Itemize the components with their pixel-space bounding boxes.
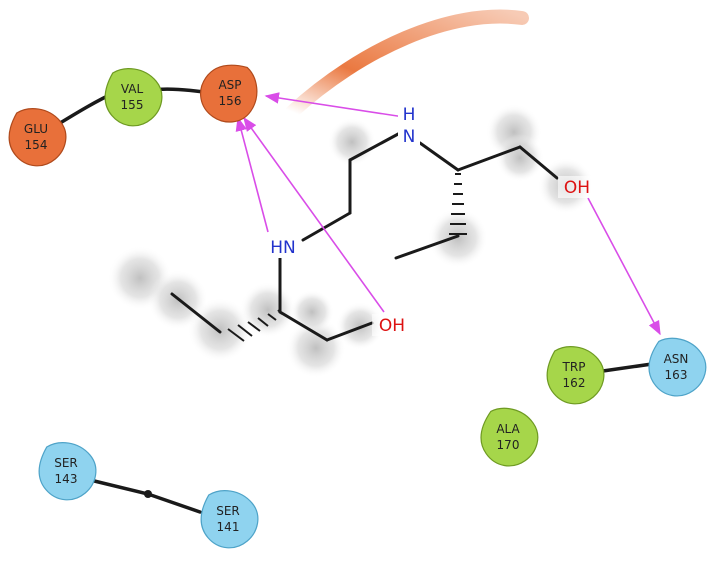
residue-number: 156 (219, 94, 242, 108)
residue-disc (200, 64, 258, 123)
residue-ala170: ALA 170 (480, 407, 539, 467)
residue-disc (104, 68, 163, 127)
residue-name: ASP (218, 78, 241, 92)
residue-number: 170 (497, 438, 520, 452)
hbond-n-left-to-asp156 (235, 116, 269, 233)
residue-number: 141 (217, 520, 240, 534)
ligand-atom-labels: H N HN OH OH (266, 104, 594, 336)
residue-name: TRP (562, 360, 586, 374)
hbond-arrows (235, 92, 661, 336)
residue-disc (546, 346, 605, 405)
stereo-hash-left (227, 309, 283, 342)
backbone-junction (144, 490, 152, 498)
residue-disc (648, 337, 707, 397)
residue-ser141: SER 141 (200, 490, 259, 549)
n-left-label: HN (270, 238, 296, 258)
solvent-exposure-arc (285, 9, 529, 119)
residue-number: 163 (665, 368, 688, 382)
residue-name: SER (54, 456, 78, 470)
residue-name: SER (216, 504, 240, 518)
residue-val155: VAL 155 (104, 68, 163, 127)
residue-trp162: TRP 162 (546, 346, 605, 405)
residue-name: GLU (24, 122, 48, 136)
oh-left-label: OH (379, 316, 405, 336)
ligand-bonds (170, 131, 559, 342)
hbond-n-top-to-asp156 (264, 92, 405, 118)
residue-disc (38, 442, 97, 501)
residue-ser143: SER 143 (38, 442, 97, 501)
residue-disc (480, 407, 539, 467)
residue-number: 143 (55, 472, 78, 486)
oh-right-label: OH (564, 178, 590, 198)
residue-name: ALA (496, 422, 520, 436)
residue-name: VAL (121, 82, 144, 96)
residue-asp156: ASP 156 (200, 64, 258, 123)
hbond-oh-right-to-asn163 (587, 197, 661, 336)
residue-asn163: ASN 163 (648, 337, 707, 397)
stereo-hash-right (449, 173, 467, 235)
residue-number: 162 (563, 376, 586, 390)
residue-number: 155 (121, 98, 144, 112)
hbond-oh-left-to-asp156 (243, 116, 385, 313)
n-top-h-label: H (403, 105, 416, 125)
residue-glu154: GLU 154 (8, 108, 67, 167)
residue-disc (8, 108, 67, 167)
hydrophobic-shadows (108, 104, 594, 378)
residue-number: 154 (25, 138, 48, 152)
n-top-n-label: N (403, 127, 416, 147)
residue-disc (200, 490, 259, 549)
residue-name: ASN (664, 352, 689, 366)
